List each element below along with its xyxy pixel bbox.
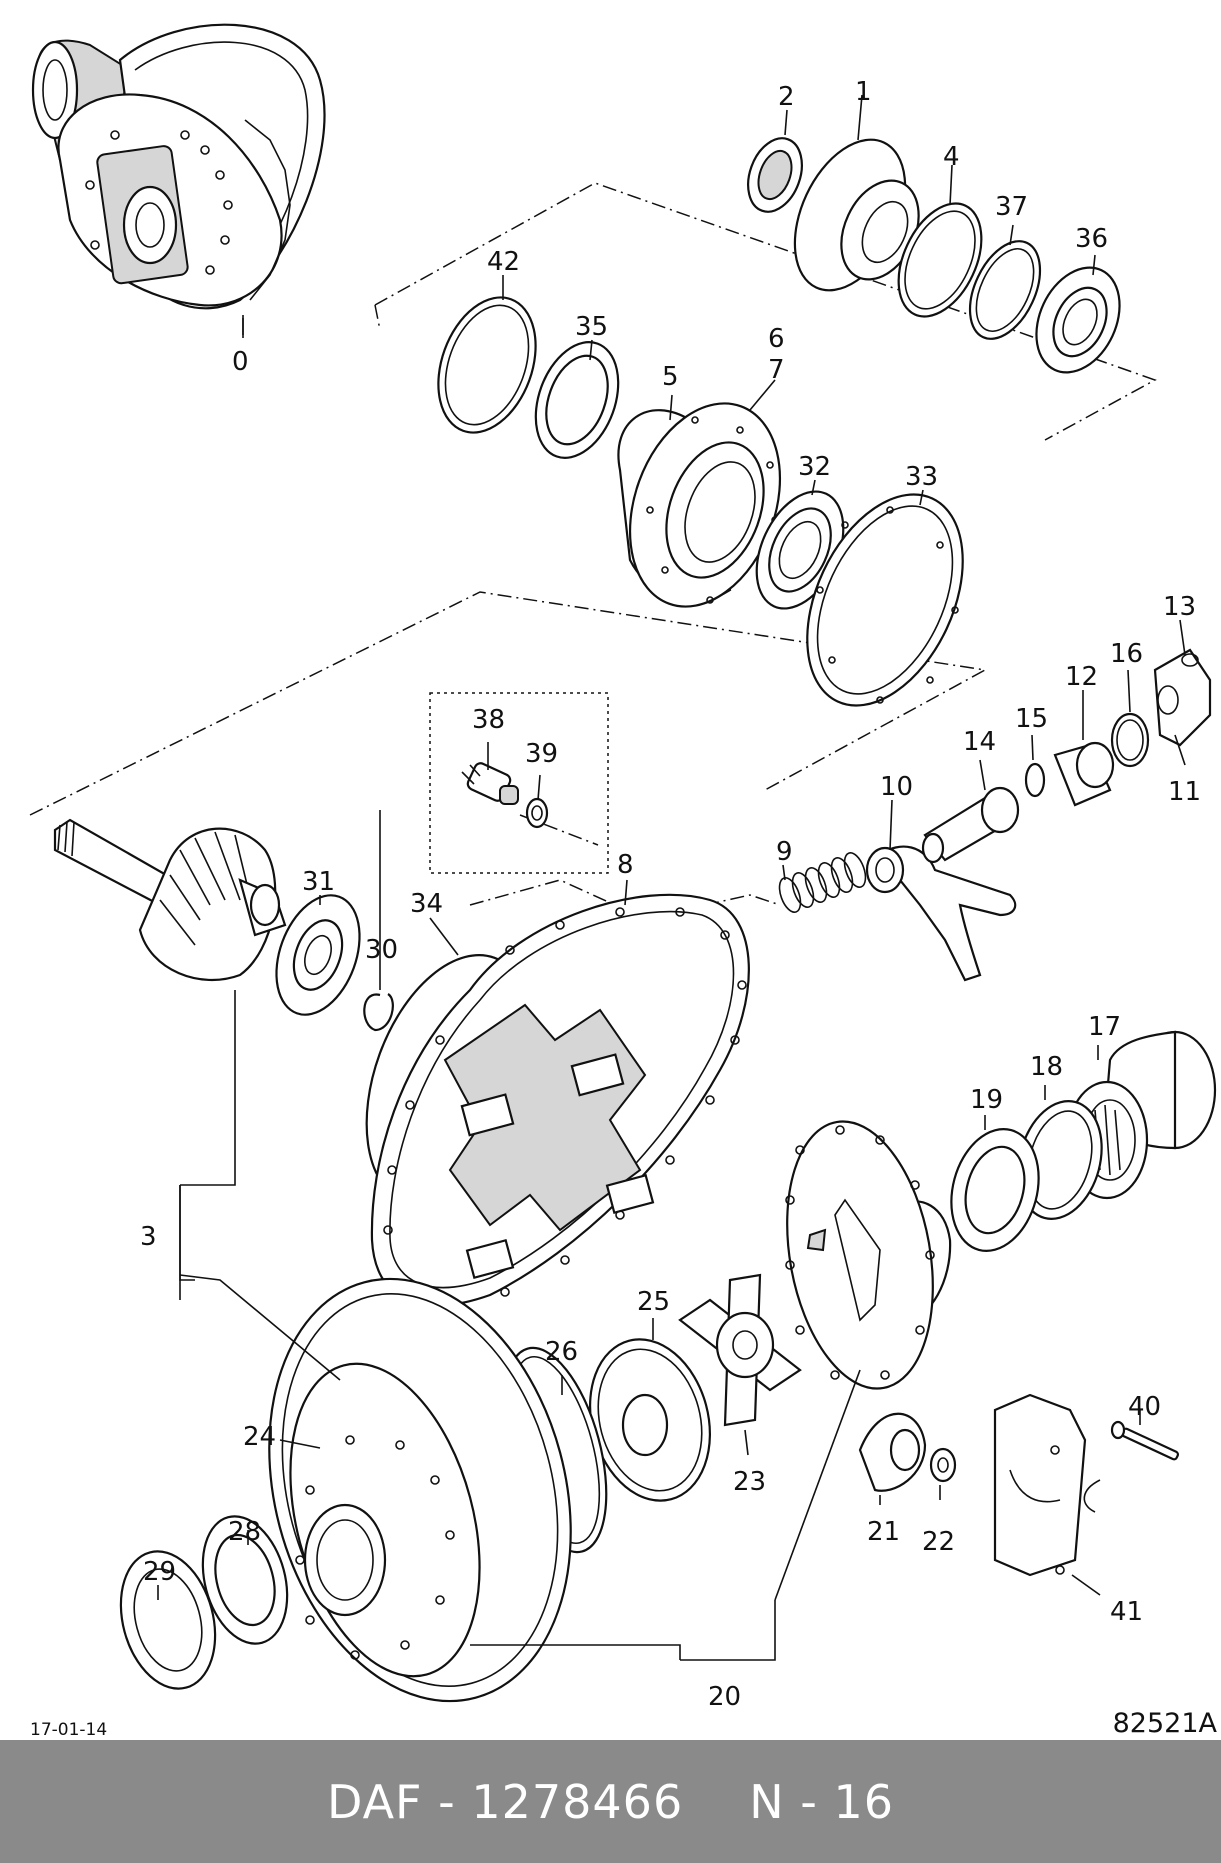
callout-21: 21	[867, 1517, 900, 1547]
bolt-part-40	[1110, 1420, 1179, 1461]
callout-11: 11	[1168, 777, 1201, 807]
sensor-part-38	[461, 762, 519, 805]
spider-cross-part-23	[678, 1273, 802, 1427]
assembled-differential	[31, 23, 326, 310]
ring-part-15	[1024, 762, 1046, 798]
ring-part-35	[534, 341, 620, 459]
washer-part-39	[525, 797, 549, 829]
callout-29: 29	[143, 1557, 176, 1587]
callout-1: 1	[855, 77, 872, 107]
callout-19: 19	[970, 1085, 1003, 1115]
callout-14: 14	[963, 727, 996, 757]
diff-case-half	[785, 1120, 952, 1390]
callout-42: 42	[487, 247, 520, 277]
callout-22: 22	[922, 1527, 955, 1557]
callout-35: 35	[575, 312, 608, 342]
callout-38: 38	[472, 705, 505, 735]
callout-25: 25	[637, 1287, 670, 1317]
spring-part-9	[778, 852, 867, 913]
callout-2: 2	[778, 82, 795, 112]
upper-assembly-outline	[374, 182, 1157, 441]
callout-40: 40	[1128, 1392, 1161, 1422]
exploded-parts-diagram: 0 1 2 4 37 36 42 35 5 6 7 32 33 13 16 12…	[29, 23, 1217, 1712]
cover-part-13	[1153, 648, 1212, 747]
side-gear-part-25	[588, 1338, 712, 1502]
callout-32: 32	[798, 452, 831, 482]
gasket-part-33	[806, 493, 964, 707]
bearing-part-31	[275, 894, 361, 1016]
callout-8: 8	[617, 850, 634, 880]
callout-20: 20	[708, 1682, 741, 1712]
ring-part-16	[1110, 712, 1150, 768]
callout-30: 30	[365, 935, 398, 965]
piston-part-14	[921, 786, 1020, 864]
leader-lines	[157, 94, 1186, 1661]
bearing-part-28	[201, 1515, 289, 1645]
upper-assembly-outline-bottom	[374, 304, 381, 331]
ring-part-37	[968, 240, 1042, 340]
sleeve-part-12	[1053, 741, 1115, 807]
callout-15: 15	[1015, 704, 1048, 734]
diff-group-outline	[469, 879, 616, 906]
callout-34: 34	[410, 889, 443, 919]
callout-33: 33	[905, 462, 938, 492]
pinion-shaft	[53, 818, 287, 982]
middle-assembly-outline	[29, 591, 988, 816]
flange-part-2	[747, 137, 803, 213]
pinion-gear-part-21	[858, 1412, 927, 1492]
callout-18: 18	[1030, 1052, 1063, 1082]
callout-0: 0	[232, 347, 249, 377]
callout-39: 39	[525, 739, 558, 769]
flange-part-1	[793, 138, 920, 292]
callout-36: 36	[1075, 224, 1108, 254]
callout-7: 7	[768, 355, 785, 385]
callout-37: 37	[995, 192, 1028, 222]
housing-part-5	[617, 402, 782, 608]
bracket-part-41	[993, 1393, 1101, 1577]
callout-10: 10	[880, 772, 913, 802]
ring-part-4	[897, 202, 983, 318]
callout-5: 5	[662, 362, 679, 392]
washer-part-22	[929, 1447, 957, 1483]
footer-bar: DAF - 1278466 N - 16	[0, 1740, 1221, 1863]
callout-23: 23	[733, 1467, 766, 1497]
callout-28: 28	[228, 1517, 261, 1547]
diagram-date: 17-01-14	[30, 1720, 108, 1740]
crown-wheel	[268, 1277, 572, 1703]
callout-6: 6	[768, 324, 785, 354]
callout-16: 16	[1110, 639, 1143, 669]
nut-part-29	[119, 1550, 217, 1690]
bearing-part-19	[950, 1128, 1040, 1252]
part-number-text: DAF - 1278466	[326, 1774, 684, 1829]
callout-3: 3	[140, 1222, 157, 1252]
bearing-part-36	[1035, 266, 1121, 374]
callout-4: 4	[943, 142, 960, 172]
callout-24: 24	[243, 1422, 276, 1452]
callout-41: 41	[1110, 1597, 1143, 1627]
callout-13: 13	[1163, 592, 1196, 622]
callout-17: 17	[1088, 1012, 1121, 1042]
callout-31: 31	[302, 867, 335, 897]
callout-26: 26	[545, 1337, 578, 1367]
figure-code: 82521A	[1112, 1708, 1217, 1739]
circlip-part-30	[363, 993, 394, 1032]
callout-12: 12	[1065, 662, 1098, 692]
diff-group-outline-2	[704, 894, 781, 906]
sensor-detail-box	[429, 692, 609, 874]
callout-9: 9	[776, 837, 793, 867]
page-reference: N - 16	[749, 1774, 895, 1829]
housing-part-8	[365, 893, 750, 1307]
ring-part-42	[437, 296, 537, 434]
shift-fork-part-10	[865, 845, 1017, 982]
